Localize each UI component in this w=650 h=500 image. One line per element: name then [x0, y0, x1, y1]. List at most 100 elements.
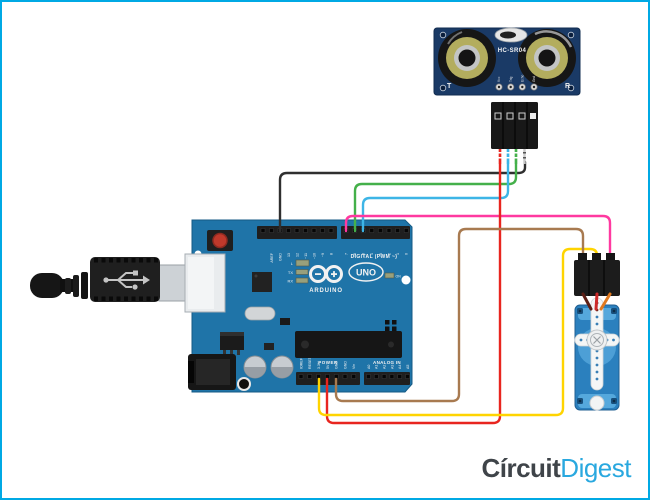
pin-hole	[307, 374, 313, 379]
wire-crimp-tick	[514, 152, 518, 154]
plug-rib	[116, 258, 121, 263]
pin-label: GND	[278, 253, 282, 261]
servo-screws	[577, 308, 617, 404]
horn-hole	[595, 356, 599, 360]
led-on	[384, 272, 395, 279]
pin-label: 7	[344, 253, 348, 255]
digital-label: DIGITAL (PWM ~)	[351, 254, 398, 260]
usb-port	[184, 253, 226, 313]
connector-body	[574, 260, 620, 296]
plug-rib	[154, 258, 158, 263]
connector-window	[506, 112, 514, 120]
sensor-pin-label: Echo	[520, 75, 524, 82]
pin-label: ~5	[362, 253, 366, 257]
digital-header-right	[341, 226, 410, 239]
mounting-hole	[439, 31, 447, 39]
horn-hole	[595, 322, 599, 326]
wire-crimp-tick	[514, 157, 518, 159]
servo-motor	[574, 297, 620, 411]
pin-hole	[286, 228, 291, 233]
pin-label: 1	[396, 253, 400, 255]
connector-pin-tab	[592, 253, 601, 262]
pin-hole	[328, 228, 334, 233]
pin-hole	[378, 228, 383, 233]
main-mcu-chip	[295, 331, 402, 358]
servo-cable-connector	[574, 253, 620, 311]
wire-layer	[278, 144, 612, 425]
wire-crimp-tick	[498, 157, 502, 159]
servo-lead-orange	[599, 292, 612, 311]
capacitor	[243, 355, 267, 379]
mounting-hole	[237, 377, 251, 391]
pin-label: ~10	[312, 253, 316, 259]
pin-hole	[260, 228, 266, 233]
mounting-hole	[401, 275, 411, 285]
small-component	[264, 343, 274, 350]
sensor-pin-hole	[509, 85, 512, 89]
mounting-hole	[567, 84, 575, 92]
servo-horn	[574, 297, 620, 391]
pin-label: 2	[387, 253, 391, 255]
connector-window	[518, 112, 526, 120]
wire-crimp-tick	[506, 152, 510, 154]
plug-rib	[101, 258, 106, 263]
circuitdigest-logo: CírcuitDigest	[481, 453, 631, 484]
horn-hole	[595, 363, 599, 367]
usb-cable-end	[30, 273, 64, 298]
pin-label: A5	[406, 365, 410, 369]
pin-hole	[386, 228, 392, 233]
usb-plug-ribs	[94, 258, 158, 301]
plug-rib	[101, 296, 106, 301]
horn-hole	[595, 315, 599, 319]
horn-hole	[595, 377, 599, 381]
uno-label: UNO	[356, 268, 376, 278]
pin-hole	[369, 228, 375, 233]
wire-sensor-gnd	[278, 160, 527, 233]
connector-pin-tab	[578, 253, 587, 262]
plug-rib	[109, 296, 113, 301]
led-on-label: ON	[396, 275, 402, 279]
pin-hole	[374, 374, 379, 379]
voltage-regulator	[220, 332, 244, 355]
plug-rib	[146, 258, 151, 263]
pin-label: 4	[370, 253, 374, 255]
wire-crimp-tick	[506, 157, 510, 159]
pin-hole	[294, 228, 300, 233]
power-jack	[188, 354, 236, 390]
sensor-label: HC-SR04	[498, 48, 527, 54]
connector-window	[494, 112, 502, 120]
sensor-pin-label: Trig	[509, 76, 513, 82]
usb-cable-rib	[81, 272, 88, 299]
status-leds: L TX RX	[287, 259, 310, 284]
usb-trident-icon	[103, 270, 150, 290]
pin-hole	[269, 228, 274, 233]
sensor-pin-hole	[521, 85, 524, 89]
pin-label: ~11	[304, 253, 308, 259]
sensor-cable-connector	[491, 102, 538, 164]
pin-hole	[405, 374, 410, 379]
pin-label: IOREF	[299, 357, 303, 369]
led-l-label: L	[291, 261, 294, 266]
uno-badge: UNO	[348, 262, 384, 282]
transducer-right	[518, 29, 576, 87]
pin-label: ~3	[379, 253, 383, 257]
plug-rib	[131, 296, 136, 301]
connector-window	[530, 113, 536, 119]
pin-label: 12	[295, 253, 299, 257]
pin-hole	[320, 228, 325, 233]
pin-hole	[311, 228, 317, 233]
horn-hole	[595, 370, 599, 374]
servo-lead-wires	[581, 292, 612, 311]
plug-rib	[131, 258, 136, 263]
transducer-left	[438, 29, 496, 87]
sensor-connector-wires	[498, 147, 526, 164]
pin-label: A0	[367, 365, 371, 369]
small-component	[280, 318, 290, 325]
pin-hole	[403, 228, 409, 233]
wire-crimp-tick	[523, 152, 526, 154]
sensor-pin-hole	[497, 85, 501, 89]
